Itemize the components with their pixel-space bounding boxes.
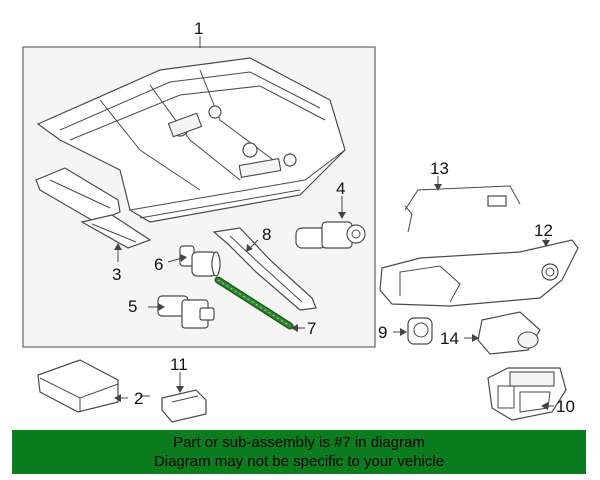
callout-2: 2 xyxy=(134,389,143,408)
banner-line-1: Part or sub-assembly is #7 in diagram xyxy=(173,434,425,451)
part-6-cylinder[interactable] xyxy=(179,245,221,277)
callout-9: 9 xyxy=(378,323,387,342)
leader-lines xyxy=(114,36,554,410)
callout-5: 5 xyxy=(128,297,137,316)
part-5-actuator[interactable] xyxy=(157,295,215,329)
callout-12: 12 xyxy=(534,221,553,240)
callout-6: 6 xyxy=(154,255,163,274)
callouts: 1 2 3 4 5 6 7 8 9 10 11 12 13 14 xyxy=(112,19,575,416)
callout-4: 4 xyxy=(336,179,345,198)
info-banner: Part or sub-assembly is #7 in diagram Di… xyxy=(12,430,586,474)
part-10-switch[interactable] xyxy=(487,367,567,421)
part-13-handle-rod[interactable] xyxy=(404,185,521,233)
banner-line-2: Diagram may not be specific to your vehi… xyxy=(153,453,445,470)
callout-13: 13 xyxy=(430,159,449,178)
part-14-cap[interactable] xyxy=(477,311,541,355)
callout-14: 14 xyxy=(440,329,459,348)
callout-11: 11 xyxy=(170,355,188,374)
callout-8: 8 xyxy=(262,225,271,244)
callout-10: 10 xyxy=(556,397,575,416)
callout-1: 1 xyxy=(194,19,203,38)
part-1-seat-track-frame[interactable] xyxy=(36,57,346,223)
callout-7: 7 xyxy=(307,319,316,338)
part-8-lever[interactable] xyxy=(212,227,317,311)
part-2-module[interactable] xyxy=(37,359,119,413)
part-12-side-cover[interactable] xyxy=(379,239,579,307)
part-9-knob[interactable] xyxy=(407,317,433,345)
part-3-bracket[interactable] xyxy=(35,167,152,249)
part-11-clip[interactable] xyxy=(161,389,207,423)
part-4-motor[interactable] xyxy=(295,221,366,249)
callout-3: 3 xyxy=(112,265,121,284)
part-7-shaft[interactable] xyxy=(214,276,294,330)
